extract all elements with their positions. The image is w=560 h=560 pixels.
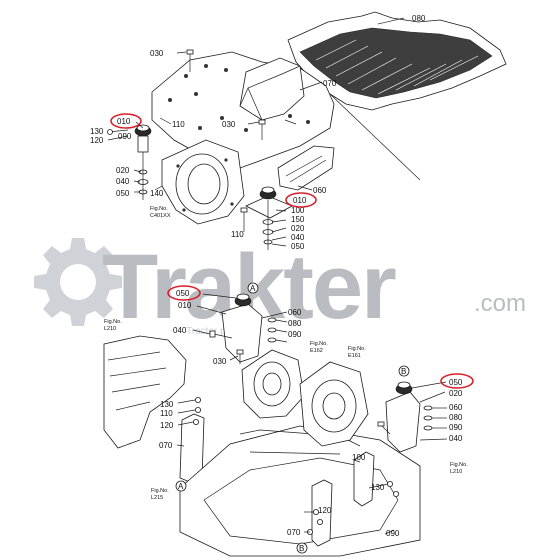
callout-b-bottom-text: B [299,544,304,553]
callout-b-bottom: B [296,542,308,554]
highlight-050-c [167,285,201,301]
label-090-d: 090 [386,529,400,538]
label-120-b: 120 [160,421,174,430]
label-040-c: 040 [173,326,187,335]
label-030-c: 030 [213,357,227,366]
label-020-b: 020 [291,224,305,233]
fig-l215-line2: L215 [151,495,163,501]
label-100-a: 100 [291,206,305,215]
label-050-d: 050 [449,378,463,387]
callout-a-top-text: A [250,284,256,293]
label-040-a: 040 [116,177,130,186]
fig-c401-line1: Fig.No. [150,206,168,212]
label-020-a: 020 [116,166,130,175]
fig-l210b-line1: Fig.No. [450,462,468,468]
callout-b-top-text: B [401,367,406,376]
callout-a-top: A [247,282,259,294]
label-070-b: 070 [159,441,173,450]
label-030-a: 030 [150,49,164,58]
fig-e161-line1: Fig.No. [348,346,366,352]
fig-e162-line2: E162 [310,348,323,354]
label-070: 070 [323,79,337,88]
label-150: 150 [291,215,305,224]
highlight-050-d [440,373,474,389]
callout-a-bottom-text: A [178,482,184,491]
label-130-a: 130 [90,127,104,136]
fig-e162-line1: Fig.No. [310,341,328,347]
label-070-c: 070 [287,528,301,537]
label-130-c: 130 [371,483,385,492]
label-100-b: 100 [352,453,366,462]
callout-b-top: B [398,365,410,377]
label-110-c: 110 [160,409,173,418]
label-020-c: 020 [449,389,463,398]
fig-l210b-line2: L210 [450,469,462,475]
support-100 [353,451,375,507]
callout-a-bottom: A [175,480,187,492]
label-050-c: 050 [176,289,190,298]
label-050-b: 050 [291,242,305,251]
label-010-c: 010 [178,301,192,310]
label-140: 140 [150,189,164,198]
bolts-top [107,49,266,226]
label-080-b: 080 [288,319,302,328]
label-030-b: 030 [222,120,236,129]
label-060-b: 060 [288,308,302,317]
label-090-c: 090 [449,423,463,432]
label-050-a: 050 [116,189,130,198]
label-090-b: 090 [288,330,302,339]
label-040-b: 040 [291,233,305,242]
fig-l215-line1: Fig.No. [151,488,169,494]
rubber-mount-left [134,124,152,200]
top-assembly: 080 030 070 010 130 090 120 110 030 020 … [90,11,507,251]
highlight-010-b [285,192,317,208]
label-110-b: 110 [231,230,244,239]
frame-left [103,335,187,449]
mount-bracket-left [221,293,277,363]
fig-l210a-line2: L210 [104,326,116,332]
label-130-b: 130 [160,400,174,409]
label-120-a: 120 [90,136,104,145]
watermark-suffix: .com [474,290,526,317]
fig-c401-line2: C401XX [150,213,171,219]
fig-l210a-line1: Fig.No. [104,319,122,325]
floor-mat-ribs [315,39,479,95]
label-010-a: 010 [117,117,131,126]
label-120-c: 120 [318,506,332,515]
mount-bracket-right [385,381,433,453]
gear-icon [34,238,122,326]
support-070 [311,479,333,547]
label-060-a: 060 [313,186,327,195]
bottom-assembly: A A B B 050 010 060 080 090 040 030 130 … [103,282,474,557]
highlight-010-a [110,113,142,129]
label-010-b: 010 [293,196,307,205]
fig-e161-line2: E161 [348,353,361,359]
rear-bracket [277,145,335,191]
label-080-c: 080 [449,413,463,422]
label-040-d: 040 [449,434,463,443]
label-090-a: 090 [118,132,132,141]
label-060-c: 060 [449,403,463,412]
floor-mat-tread [299,27,493,99]
leader-lines-top [133,17,421,247]
leader-lines-bottom [176,293,448,535]
label-080: 080 [412,14,426,23]
label-110-a: 110 [172,120,185,129]
step-hump [239,57,305,121]
